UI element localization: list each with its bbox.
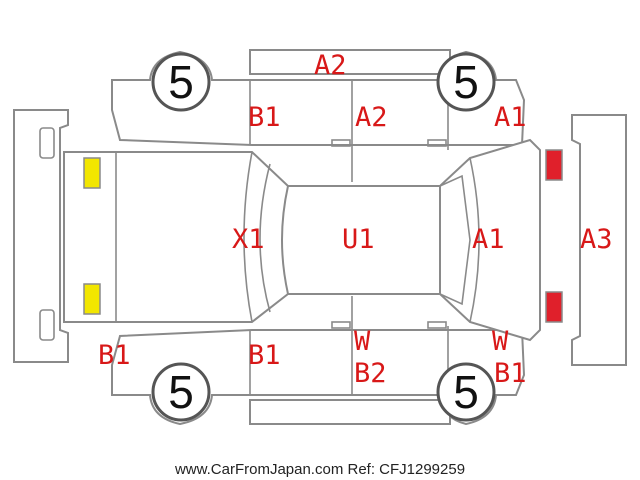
code-roof: U1 bbox=[342, 224, 375, 255]
code-rear-right-quarter-b: B1 bbox=[494, 358, 527, 389]
code-front-right-door-w: W bbox=[354, 326, 371, 357]
left-door-handle-front bbox=[331, 139, 351, 147]
roof-top-panel bbox=[249, 49, 451, 75]
code-roof-top-panel: A2 bbox=[314, 50, 347, 81]
right-door-handle-front bbox=[331, 321, 351, 329]
taillight-marker-top bbox=[545, 149, 563, 181]
front-bumper-outline bbox=[13, 109, 69, 363]
roof-panel bbox=[281, 185, 441, 295]
front-bumper-slot-top bbox=[39, 127, 55, 159]
code-front-left-door: A2 bbox=[355, 102, 388, 133]
code-front-left-fender: B1 bbox=[248, 102, 281, 133]
tyre-front-right-rating: 5 bbox=[168, 366, 194, 418]
code-rear-right-quarter-w: W bbox=[492, 326, 509, 357]
tyre-front-left: 5 bbox=[151, 52, 211, 112]
headlight-marker-top bbox=[83, 157, 101, 189]
code-rear-left-quarter: A1 bbox=[494, 102, 527, 133]
headlight-marker-bottom bbox=[83, 283, 101, 315]
left-door-handle-rear bbox=[427, 139, 447, 147]
code-rear-glass: A1 bbox=[472, 224, 505, 255]
code-windshield: X1 bbox=[232, 224, 265, 255]
tyre-rear-right: 5 bbox=[436, 362, 496, 422]
right-door-handle-rear bbox=[427, 321, 447, 329]
code-front-right-door-b: B2 bbox=[354, 358, 387, 389]
bottom-sill-panel bbox=[249, 399, 451, 425]
tyre-front-right: 5 bbox=[151, 362, 211, 422]
footer-watermark: www.CarFromJapan.com Ref: CFJ1299259 bbox=[174, 461, 465, 478]
tyre-rear-left-rating: 5 bbox=[453, 56, 479, 108]
taillight-marker-bottom bbox=[545, 291, 563, 323]
windshield bbox=[243, 151, 271, 323]
rear-window bbox=[439, 174, 471, 306]
code-front-bumper-right: B1 bbox=[98, 340, 131, 371]
tyre-rear-right-rating: 5 bbox=[453, 366, 479, 418]
code-front-right-fender: B1 bbox=[248, 340, 281, 371]
code-rear-bumper: A3 bbox=[580, 224, 613, 255]
rear-bumper-outline bbox=[571, 114, 627, 366]
tyre-rear-left: 5 bbox=[436, 52, 496, 112]
rear-glass-outer bbox=[469, 157, 480, 323]
front-bumper-slot-bottom bbox=[39, 309, 55, 341]
tyre-front-left-rating: 5 bbox=[168, 56, 194, 108]
